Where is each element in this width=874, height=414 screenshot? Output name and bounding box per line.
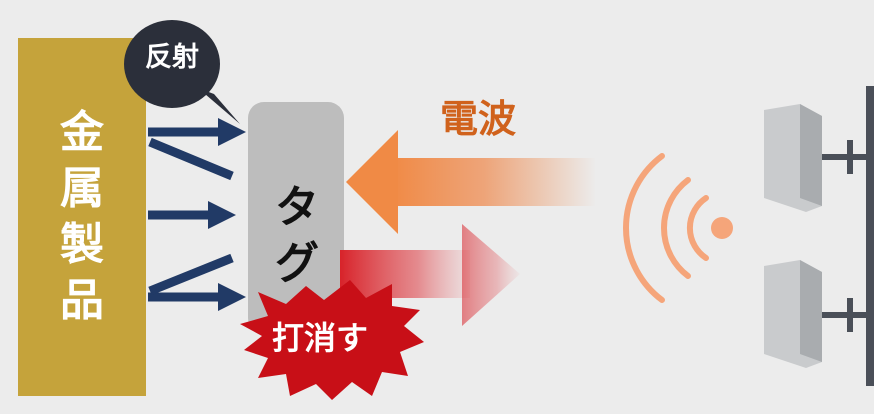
tag-char-2: グ [275, 238, 319, 289]
metal-char-1: 金 [60, 107, 104, 158]
cancel-label: 打消す [272, 319, 369, 357]
reflection-arrows [148, 118, 246, 311]
antenna-icon [764, 86, 874, 386]
metal-char-4: 品 [60, 275, 104, 326]
tag-body [248, 102, 344, 334]
incoming-wave-arrow [346, 130, 596, 234]
reflect-bubble [124, 20, 240, 124]
tag-char-1: タ [275, 182, 319, 233]
metal-char-2: 属 [60, 163, 104, 214]
metal-product-label: 金 属 製 品 [18, 38, 146, 396]
metal-char-3: 製 [60, 219, 104, 270]
outgoing-wave-arrow [340, 224, 520, 326]
metal-product-block [18, 38, 146, 396]
cancel-burst [240, 280, 424, 400]
wave-label: 電波 [440, 97, 517, 141]
wifi-signal-icon [623, 153, 733, 303]
tag-label: タ グ [250, 180, 344, 292]
reflect-label: 反射 [145, 42, 199, 73]
